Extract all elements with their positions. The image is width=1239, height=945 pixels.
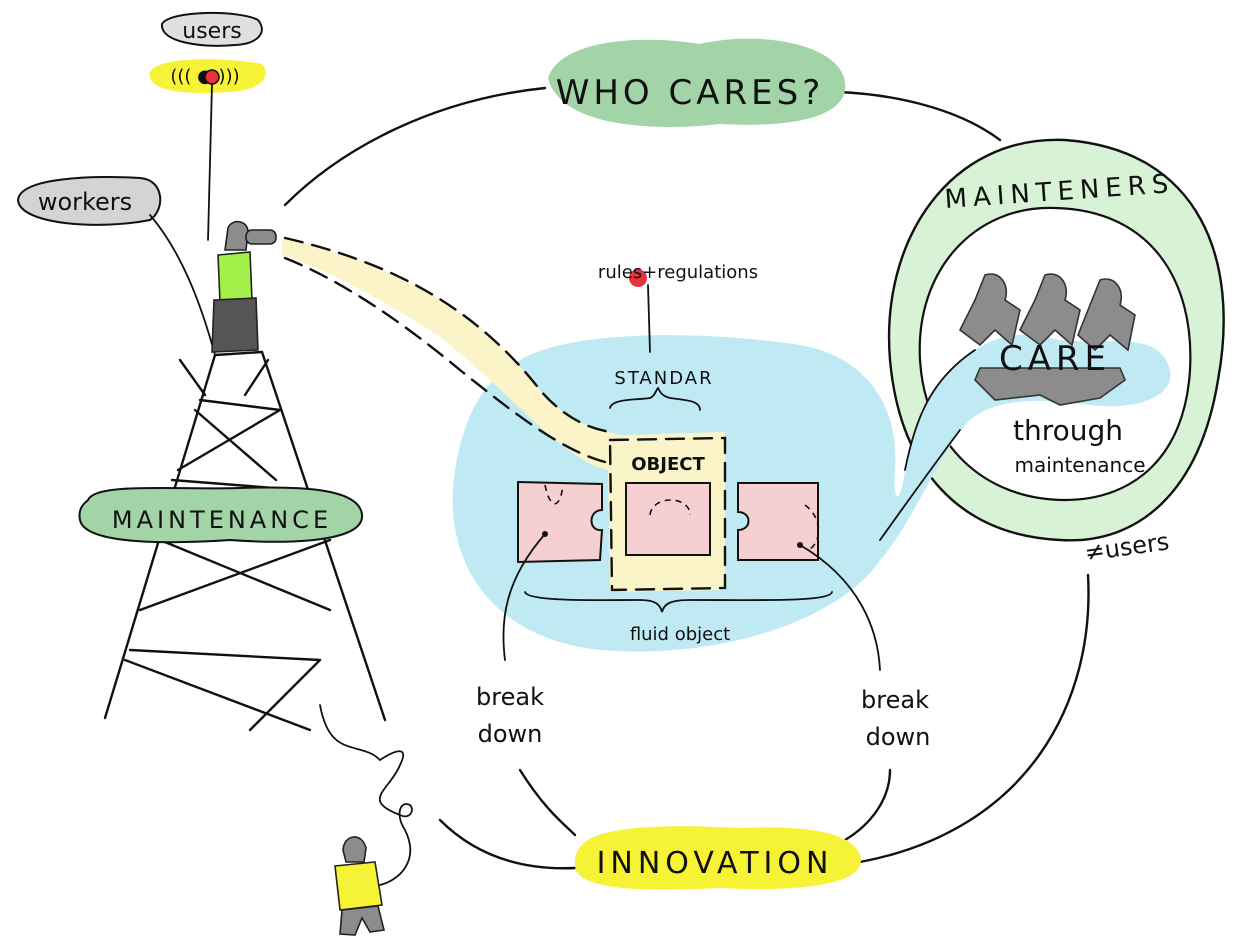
innovation-blob: INNOVATION <box>574 826 861 890</box>
beam-edge-bottom <box>283 256 607 464</box>
fluid-object-brace <box>524 591 833 613</box>
maintenance-label: MAINTENANCE <box>112 506 332 534</box>
break-down-right-line <box>799 544 881 671</box>
beam-edge-top <box>283 236 612 434</box>
break-down-left-label-2: down <box>478 720 543 748</box>
break-down-left-label-1: break <box>476 683 544 711</box>
puzzle-piece-center: OBJECT <box>625 454 711 556</box>
signal-highlight: ((( ● ))) <box>149 59 266 241</box>
who-cares-cloud: WHO CARES? <box>548 38 846 127</box>
care-figure-2 <box>1018 273 1081 347</box>
workers-label: workers <box>38 188 132 216</box>
break-down-right-line-lower <box>843 768 892 842</box>
maintenance-lower-label: maintenance <box>1014 453 1145 477</box>
innovation-label: INNOVATION <box>597 846 834 881</box>
observation-beam <box>282 238 725 592</box>
standard-brace <box>609 386 701 411</box>
break-down-right-label-1: break <box>861 686 929 714</box>
workers-bubble: workers <box>16 176 216 356</box>
loop-top-left <box>283 86 547 207</box>
cable <box>319 704 413 886</box>
object-frame <box>608 436 727 592</box>
break-down-left-line <box>502 533 546 661</box>
rules-label: rules+regulations <box>598 262 758 283</box>
signal-dot <box>204 69 220 85</box>
break-down-right-label-2: down <box>866 723 931 751</box>
object-label: OBJECT <box>631 454 705 475</box>
care-figure-1 <box>958 273 1021 347</box>
care-figures <box>958 273 1136 406</box>
care-figure-3 <box>1077 278 1136 352</box>
care-label: CARE <box>999 339 1111 379</box>
loop-top-right <box>838 90 1002 142</box>
tower <box>103 350 387 732</box>
through-label: through <box>1013 414 1123 447</box>
rules-pin: rules+regulations <box>598 262 758 353</box>
bottom-figure <box>334 836 385 936</box>
users-bubble: users <box>160 11 263 47</box>
puzzle-piece-left <box>517 480 604 564</box>
who-cares-label: WHO CARES? <box>556 73 825 113</box>
care-figure-legs <box>974 367 1126 406</box>
break-down-left-line-lower <box>518 768 577 837</box>
watcher-figure <box>211 220 277 353</box>
standard-label: STANDAR <box>614 368 713 389</box>
loop-bottom-left <box>438 818 577 870</box>
maintenance-cloud: MAINTENANCE <box>78 486 364 544</box>
users-label: users <box>182 19 241 44</box>
loop-right-down <box>858 573 1090 864</box>
fluid-object-label: fluid object <box>630 624 730 645</box>
